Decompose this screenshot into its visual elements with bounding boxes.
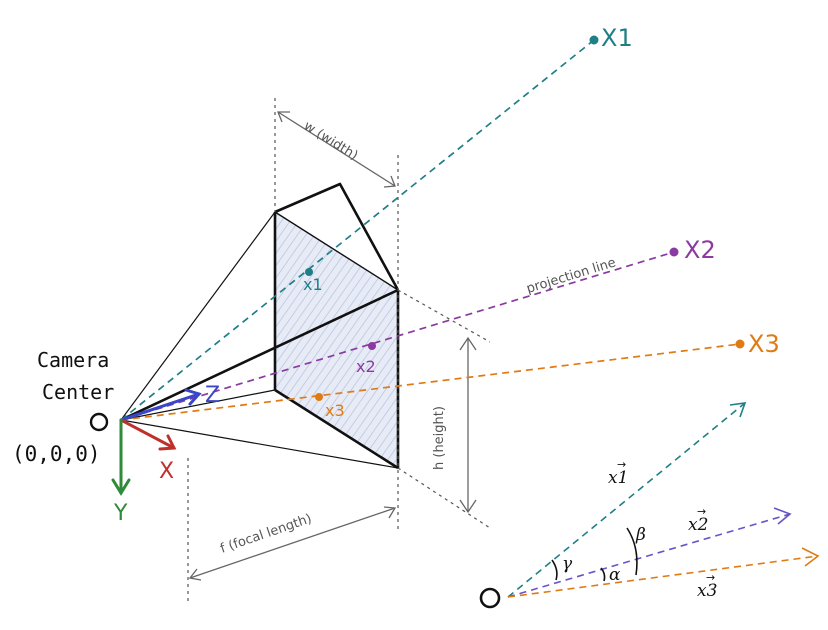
frustum-bold-edges	[120, 182, 400, 470]
height-label: h (height)	[432, 406, 447, 470]
image-plane	[275, 212, 398, 468]
frustum-thin-lines	[120, 211, 399, 469]
angle-gamma-label: γ	[562, 554, 573, 574]
world-point-x1-dot	[589, 35, 599, 45]
camera-center-circle	[89, 412, 109, 432]
focal-length-label: f (focal length)	[218, 511, 313, 556]
world-point-x1-label: X1	[601, 24, 633, 52]
svg-text:→: →	[706, 571, 715, 584]
y-axis-label: Y	[113, 501, 128, 526]
angle-beta-label: β	[635, 525, 646, 545]
angle-alpha-label: α	[609, 565, 621, 585]
projection-line-label: projection line	[525, 255, 618, 296]
image-point-x2-dot	[368, 342, 376, 350]
vector-x2-label: x2 →	[688, 505, 708, 535]
z-axis-arrow	[119, 388, 202, 422]
svg-text:x1: x1	[608, 468, 628, 488]
image-point-x2-label: x2	[356, 357, 376, 376]
direction-vector-x2	[507, 507, 792, 598]
z-axis-label: Z	[205, 383, 220, 408]
image-point-x1-dot	[305, 268, 313, 276]
y-axis-arrow	[111, 418, 131, 496]
vector-x1-label: x1 →	[608, 458, 628, 488]
angle-arcs	[551, 527, 638, 582]
svg-text:→: →	[617, 458, 626, 471]
vector-origin-circle	[479, 587, 501, 609]
guide-lines	[187, 98, 491, 605]
camera-label-line1: Camera	[37, 348, 109, 372]
svg-text:→: →	[697, 505, 706, 518]
projection-ray-x1	[120, 39, 595, 421]
svg-text:x3: x3	[697, 581, 717, 601]
world-point-x3-label: X3	[748, 330, 780, 358]
width-label: w (width)	[301, 119, 360, 164]
projection-ray-x2	[120, 251, 675, 421]
direction-vector-x3	[507, 547, 820, 598]
image-point-x3-label: x3	[325, 401, 345, 420]
world-point-x3-dot	[735, 339, 745, 349]
x-axis-label: X	[159, 459, 174, 484]
x-axis-arrow	[119, 418, 177, 451]
camera-label-line2: Center	[42, 380, 114, 404]
direction-vector-x1	[507, 402, 747, 598]
image-point-x1-label: x1	[303, 275, 323, 294]
image-point-x3-dot	[315, 393, 323, 401]
plane-top-edge	[274, 211, 399, 291]
world-point-x2-label: X2	[684, 236, 716, 264]
svg-text:x2: x2	[688, 515, 708, 535]
projection-ray-x3	[120, 343, 741, 421]
dimension-arrows	[188, 111, 477, 581]
vector-x3-label: x3 →	[697, 571, 717, 601]
origin-coordinates: (0,0,0)	[12, 442, 101, 466]
world-point-x2-dot	[669, 247, 679, 257]
